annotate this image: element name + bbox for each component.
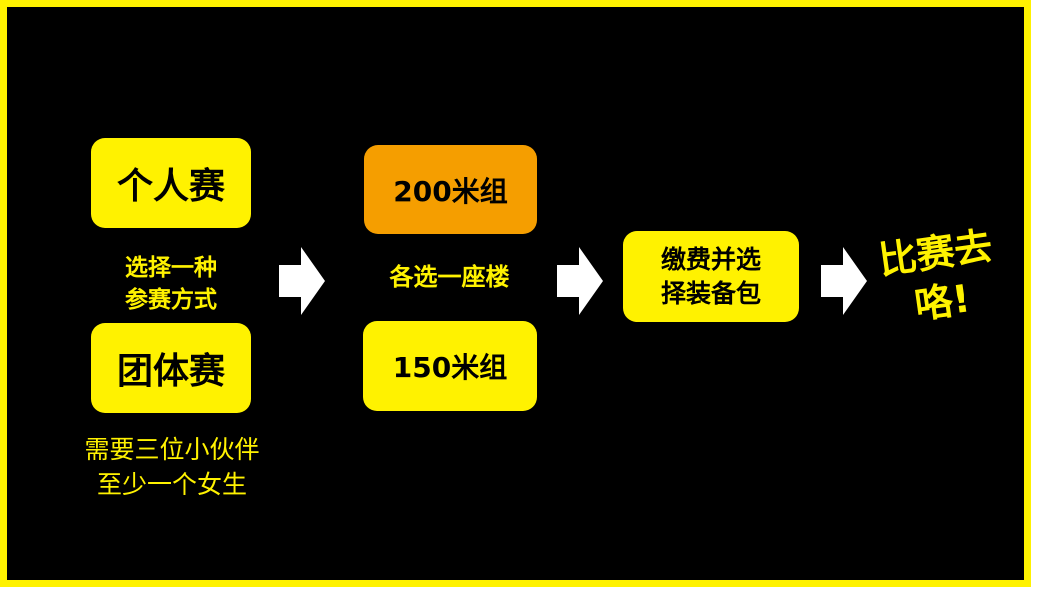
individual-race-label: 个人赛 — [116, 166, 225, 207]
team-race-label: 团体赛 — [116, 351, 225, 392]
go-race-label: 比赛去 咯! — [865, 220, 1013, 337]
team-note-line-2: 至少一个女生 — [96, 470, 247, 499]
group-200m-label: 200米组 — [393, 174, 508, 208]
team-requirement-note: 需要三位小伙伴 至少一个女生 — [47, 432, 297, 502]
choose-mode-label: 选择一种 参赛方式 — [91, 252, 251, 316]
team-race-box: 团体赛 — [91, 323, 251, 413]
arrow-right-icon — [557, 247, 603, 315]
group-150m-label: 150米组 — [392, 351, 508, 384]
pay-line-1: 缴费并选 — [660, 244, 761, 274]
arrow-right-icon — [821, 247, 867, 315]
pay-and-choose-kit-box: 缴费并选 择装备包 — [623, 231, 799, 322]
choose-building-text: 各选一座楼 — [389, 263, 510, 291]
individual-race-box: 个人赛 — [91, 138, 251, 228]
pay-line-2: 择装备包 — [660, 278, 761, 308]
choose-building-label: 各选一座楼 — [357, 257, 542, 292]
team-note-line-1: 需要三位小伙伴 — [84, 435, 260, 464]
choose-mode-line-2: 参赛方式 — [125, 287, 217, 314]
group-150m-box: 150米组 — [363, 321, 537, 411]
choose-mode-line-1: 选择一种 — [125, 255, 217, 281]
group-200m-box: 200米组 — [364, 145, 537, 234]
arrow-right-icon — [279, 247, 325, 315]
